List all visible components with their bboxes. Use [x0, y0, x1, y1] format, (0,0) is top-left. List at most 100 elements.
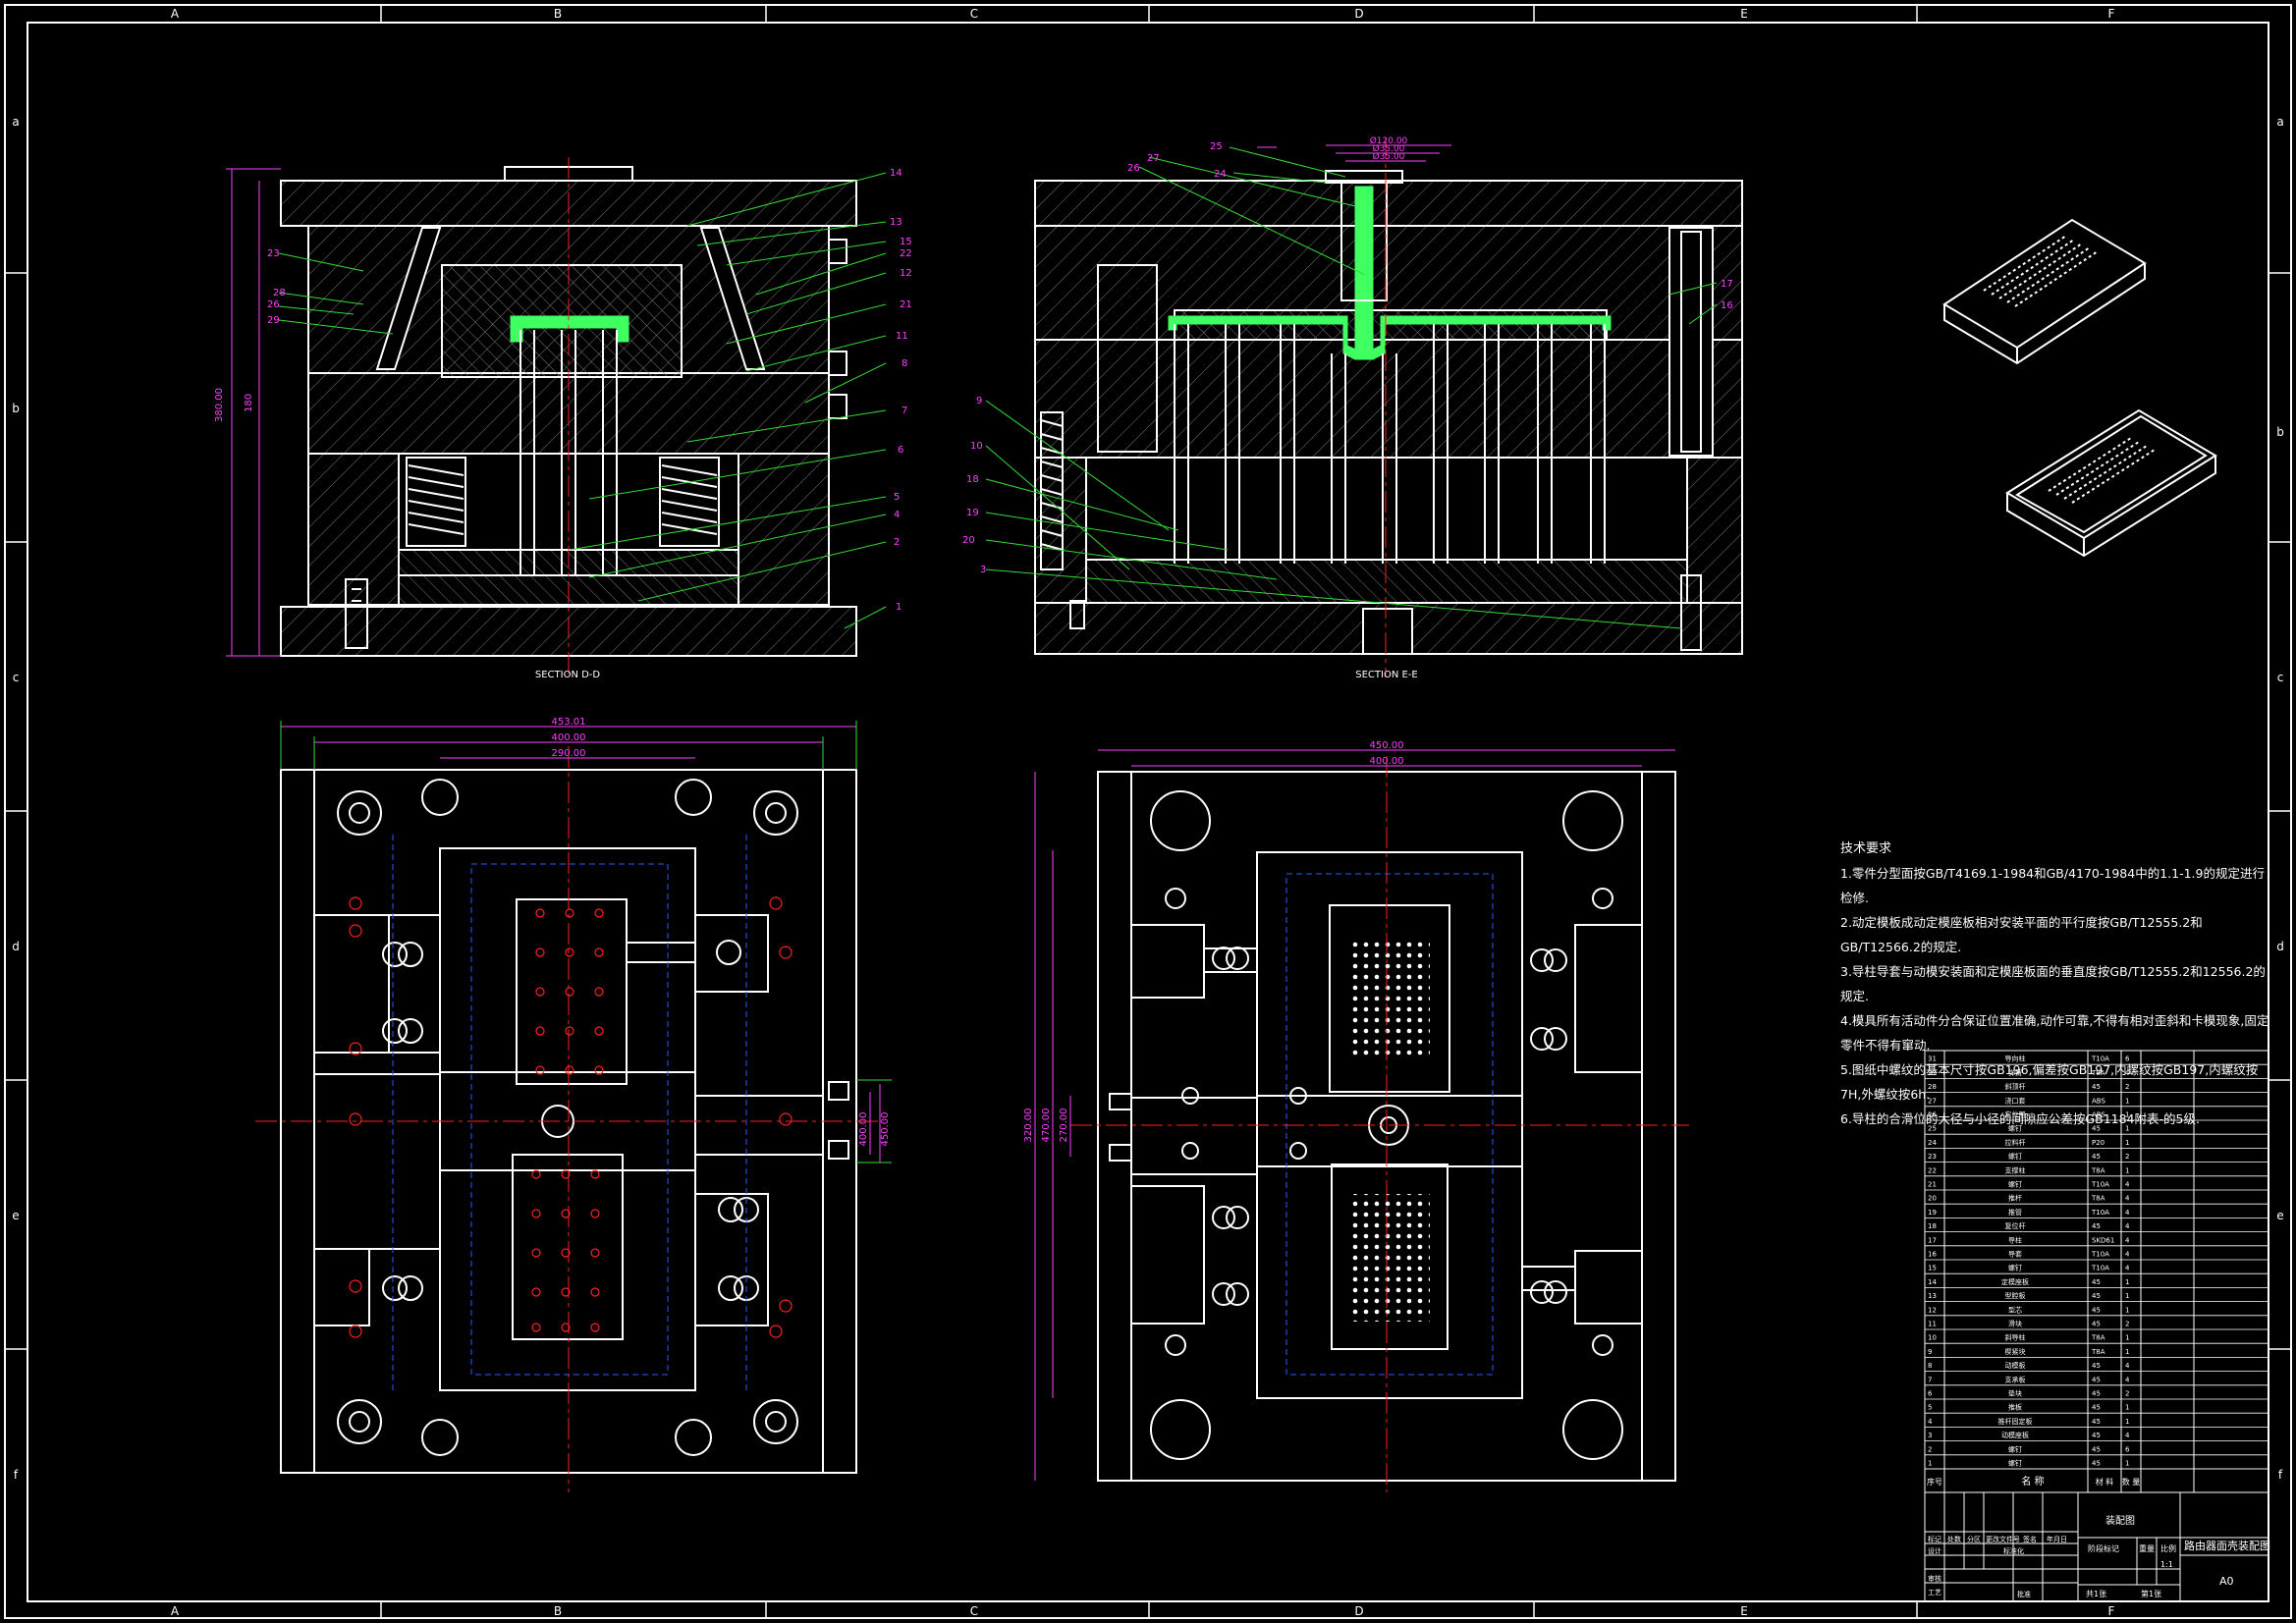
sheet-count: 共1张	[2086, 1590, 2106, 1598]
spring	[406, 457, 720, 547]
row-letter-right: f	[2278, 1468, 2283, 1482]
bom-cell-no: 20	[1928, 1195, 1937, 1203]
rev-label: 分区	[1967, 1535, 1981, 1543]
bom-cell-material: 45	[2092, 1460, 2101, 1468]
tech-note: 6.导柱的合滑位的大径与小径的间隙应公差按GB1184附表-的5级.	[1840, 1111, 2200, 1126]
bom-cell-no: 16	[1928, 1251, 1937, 1259]
bom-cell-qty: 1	[2125, 1166, 2129, 1174]
bom-cell-name: 斜顶杆	[2005, 1082, 2026, 1091]
bom-cell-no: 31	[1928, 1055, 1937, 1063]
dim-label: Ø35.00	[1373, 143, 1405, 154]
col-letter-top: F	[2108, 7, 2115, 21]
bom-cell-material: T10A	[2091, 1055, 2109, 1063]
bom-cell-no: 27	[1928, 1097, 1937, 1105]
bom-cell-no: 5	[1928, 1404, 1932, 1412]
callout-11: 11	[896, 331, 908, 342]
dim-label: 400.00	[552, 732, 586, 743]
isometric-part-bottom	[2005, 408, 2217, 558]
bom-cell-name: 支承板	[2005, 1375, 2026, 1383]
callout-7: 7	[902, 406, 907, 416]
bom-cell-qty: 1	[2125, 1460, 2129, 1468]
bom-cell-material: 45	[2092, 1404, 2101, 1412]
callout-29: 29	[267, 315, 280, 326]
bom-cell-material: 45	[2092, 1376, 2101, 1383]
bom-cell-no: 11	[1928, 1321, 1937, 1328]
title-block	[1924, 1491, 2269, 1602]
bom-cell-name: 滑块	[2008, 1320, 2022, 1328]
section-dd-label: SECTION D-D	[535, 670, 601, 680]
bom-cell-no: 4	[1928, 1418, 1933, 1426]
dim-label: 180	[244, 394, 254, 412]
bom-cell-name: 拉料杆	[2005, 1138, 2026, 1147]
col-letter-bottom: A	[171, 1604, 180, 1618]
bom-cell-material: 45	[2092, 1083, 2101, 1091]
bom-cell-qty: 1	[2125, 1097, 2129, 1105]
rev-label: 标记	[1928, 1535, 1941, 1543]
scale-label: 比例	[2160, 1543, 2176, 1553]
callout-28: 28	[273, 288, 286, 298]
bom-cell-qty: 1	[2125, 1125, 2129, 1133]
bom-cell-qty: 4	[2125, 1222, 2130, 1230]
bom-cell-name: 定位圈	[2005, 1110, 2026, 1119]
role-label: 工艺	[1928, 1589, 1941, 1596]
role-label: 标准化	[2003, 1546, 2024, 1555]
bom-cell-material: 45	[2092, 1222, 2101, 1230]
scale-value: 1:1	[2160, 1560, 2173, 1569]
row-letter-left: d	[12, 940, 20, 953]
tech-notes-title: 技术要求	[1840, 841, 1892, 856]
bom-cell-name: 螺钉	[2008, 1152, 2022, 1161]
bom-cell-qty: 6	[2125, 1445, 2130, 1453]
bom-cell-no: 29	[1928, 1069, 1937, 1077]
callout-13: 13	[890, 217, 902, 228]
bom-cell-no: 25	[1928, 1125, 1937, 1133]
bom-cell-name: 推管	[2008, 1208, 2022, 1217]
bom-cell-name: 螺钉	[2008, 1444, 2022, 1453]
callout-9: 9	[976, 396, 982, 406]
bom-cell-material: ABS	[2092, 1097, 2105, 1105]
callout-25: 25	[1210, 141, 1223, 152]
section-dd-view: 380.00 180 14 13 15 22 12 21 11 8 7 6 5	[214, 157, 912, 680]
bom-cell-material: 45	[2092, 1432, 2101, 1439]
row-letter-left: e	[12, 1209, 19, 1222]
bom-header-name: 名 称	[2021, 1475, 2044, 1488]
bom-cell-material: 45	[2092, 1418, 2101, 1426]
bom-cell-name: 动模板	[2005, 1361, 2026, 1370]
callout-1: 1	[896, 602, 902, 613]
section-ee-view: Ø120.00 Ø35.00 Ø35.00 25 27 26 24 17 16 …	[962, 135, 1743, 680]
bom-cell-name: 浇口套	[2005, 1096, 2026, 1105]
bom-cell-no: 14	[1928, 1278, 1937, 1286]
bom-cell-no: 9	[1928, 1348, 1932, 1356]
bom-cell-material: 45	[2092, 1390, 2101, 1398]
callout-14: 14	[890, 168, 902, 179]
bom-cell-qty: 2	[2125, 1390, 2129, 1398]
dim-label: Ø120.00	[1370, 135, 1408, 146]
rev-label: 年月日	[2047, 1535, 2067, 1543]
bom-cell-name: 支撑柱	[2005, 1165, 2026, 1174]
cavity-hole-pattern	[1351, 939, 1430, 1056]
bom-cell-material: 45	[2092, 1278, 2101, 1286]
bom-cell-name: 导套	[2008, 1250, 2022, 1259]
dim-label: 270.00	[1059, 1109, 1069, 1143]
section-ee-label: SECTION E-E	[1355, 670, 1417, 680]
tech-note: 4.模具所有活动件分合保证位置准确,动作可靠,不得有相对歪斜和卡模现象,固定零件…	[1840, 1013, 2269, 1053]
bom-header-qty: 数 量	[2122, 1477, 2141, 1487]
bom-cell-no: 13	[1928, 1292, 1937, 1300]
bom-cell-material: 45	[2092, 1125, 2101, 1133]
bom-cell-material: 45	[2092, 1321, 2101, 1328]
drawing-name: 装配图	[2105, 1514, 2135, 1527]
cavity-hole-pattern	[1351, 1194, 1430, 1322]
dim-label: 320.00	[1023, 1109, 1034, 1143]
bom-cell-name: 楔紧块	[2005, 1347, 2026, 1356]
bom-cell-name: 螺钉	[2008, 1264, 2022, 1272]
callout-23: 23	[267, 248, 280, 259]
bom-cell-name: 弹簧	[2008, 1068, 2022, 1077]
bom-cell-name: 导向柱	[2005, 1055, 2026, 1063]
bom-cell-no: 6	[1928, 1390, 1933, 1398]
bom-cell-name: 推杆	[2008, 1194, 2022, 1203]
dim-label: Ø35.00	[1373, 151, 1405, 162]
role-label: 批准	[2017, 1590, 2031, 1598]
bom-cell-material: 45	[2092, 1153, 2101, 1161]
bom-cell-qty: 6	[2125, 1055, 2130, 1063]
col-letter-bottom: D	[1354, 1604, 1363, 1618]
